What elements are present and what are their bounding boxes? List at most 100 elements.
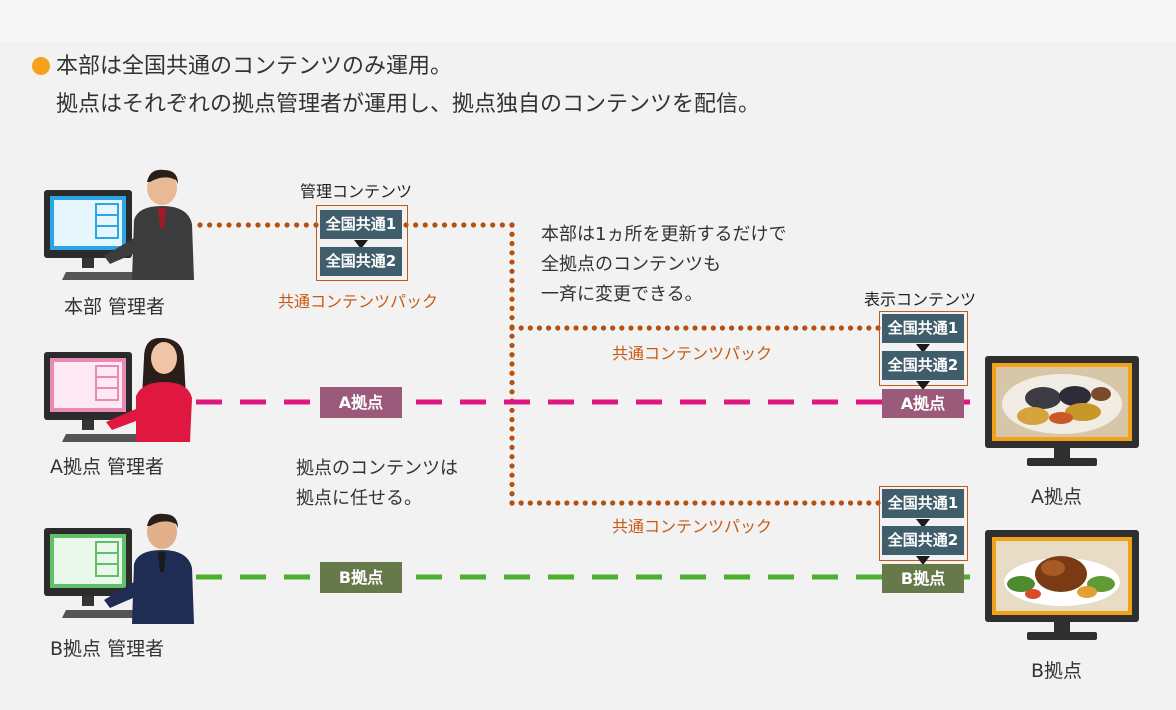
dotted-line-dot bbox=[546, 500, 552, 506]
dotted-line-dot bbox=[527, 500, 533, 506]
dotted-line-dot bbox=[628, 500, 634, 506]
dotted-line-dot bbox=[422, 222, 428, 228]
dotted-line-dot bbox=[509, 444, 515, 450]
managed-chip-2: 全国共通2 bbox=[320, 247, 402, 276]
dotted-line-dot bbox=[701, 500, 707, 506]
dotted-line-dot bbox=[509, 426, 515, 432]
dotted-line-dot bbox=[536, 325, 543, 331]
dotted-line-dot bbox=[536, 500, 543, 506]
dotted-line-dot bbox=[509, 231, 515, 237]
dotted-line-dot bbox=[802, 325, 808, 331]
dotted-line-dot bbox=[847, 500, 854, 506]
dotted-line-dot bbox=[710, 325, 716, 331]
arrow-down-icon bbox=[916, 519, 930, 528]
dotted-line-dot bbox=[655, 325, 662, 331]
display-b-chip-1: 全国共通1 bbox=[882, 489, 964, 518]
dotted-line-dot bbox=[284, 222, 290, 228]
dotted-line-dot bbox=[509, 407, 515, 413]
dotted-line-dot bbox=[719, 325, 726, 331]
dotted-line-dot bbox=[432, 222, 438, 228]
hq-note-line-1: 本部は1ヵ所を更新するだけで bbox=[541, 224, 787, 245]
heading-line-1: 本部は全国共通のコンテンツのみ運用。 bbox=[32, 50, 452, 84]
dotted-line-dot bbox=[774, 325, 780, 331]
dotted-line-dot bbox=[793, 325, 799, 331]
dotted-line-dot bbox=[509, 435, 515, 441]
display-b-chip-2: 全国共通2 bbox=[882, 526, 964, 555]
dotted-line-dot bbox=[509, 491, 515, 497]
dotted-line-dot bbox=[683, 325, 689, 331]
dotted-line-dot bbox=[738, 325, 744, 331]
pack-label-a: 共通コンテンツパック bbox=[612, 344, 773, 363]
dotted-line-dot bbox=[518, 325, 524, 331]
b-site-tag: B拠点 bbox=[320, 562, 402, 593]
dotted-line-dot bbox=[509, 268, 515, 274]
dotted-line-dot bbox=[573, 500, 579, 506]
dotted-line-dot bbox=[600, 500, 607, 506]
dotted-line-dot bbox=[245, 222, 251, 228]
display-a-chip-2: 全国共通2 bbox=[882, 351, 964, 380]
local-note-line-2: 拠点に任せる。 bbox=[296, 488, 422, 509]
hq-admin-label: 本部 管理者 bbox=[64, 296, 166, 318]
dotted-line-dot bbox=[509, 315, 515, 321]
dotted-line-dot bbox=[765, 500, 771, 506]
dotted-line-dot bbox=[692, 500, 698, 506]
dotted-line-dot bbox=[303, 222, 309, 228]
dotted-line-dot bbox=[451, 222, 457, 228]
dotted-line-dot bbox=[646, 500, 652, 506]
dotted-line-dot bbox=[811, 500, 817, 506]
dotted-line-dot bbox=[793, 500, 799, 506]
dotted-line-dot bbox=[509, 342, 515, 349]
dotted-line-dot bbox=[509, 454, 515, 460]
dotted-line-dot bbox=[646, 325, 652, 331]
dotted-line-dot bbox=[509, 500, 515, 506]
dotted-line-dot bbox=[838, 325, 845, 331]
desktop-monitor-icon bbox=[44, 190, 146, 280]
dotted-line-dot bbox=[838, 500, 845, 506]
dotted-line-dot bbox=[829, 325, 835, 331]
dotted-line-dot bbox=[509, 250, 515, 256]
dotted-line-dot bbox=[765, 325, 771, 331]
heading-text-1: 本部は全国共通のコンテンツのみ運用。 bbox=[56, 54, 453, 79]
dotted-line-dot bbox=[619, 325, 625, 331]
dotted-line-dot bbox=[692, 325, 698, 331]
dotted-line-dot bbox=[619, 500, 625, 506]
managed-content-title: 管理コンテンツ bbox=[300, 182, 413, 201]
dotted-line-dot bbox=[802, 500, 808, 506]
hq-update-note: 本部は1ヵ所を更新するだけで 全拠点のコンテンツも 一斉に変更できる。 bbox=[541, 220, 786, 310]
dotted-line-dot bbox=[783, 325, 790, 331]
dotted-line-dot bbox=[509, 287, 515, 293]
dotted-line-dot bbox=[509, 481, 515, 488]
local-content-note: 拠点のコンテンツは 拠点に任せる。 bbox=[296, 454, 458, 514]
dotted-line-dot bbox=[857, 500, 863, 506]
dotted-line-dot bbox=[674, 500, 680, 506]
dotted-line-dot bbox=[546, 325, 552, 331]
dotted-line-dot bbox=[509, 379, 515, 386]
person-icon bbox=[104, 169, 194, 280]
hq-note-line-2: 全拠点のコンテンツも bbox=[541, 254, 721, 275]
managed-chip-1: 全国共通1 bbox=[320, 210, 402, 239]
dotted-line-dot bbox=[857, 325, 863, 331]
dotted-line-dot bbox=[591, 500, 597, 506]
dotted-line-dot bbox=[747, 500, 753, 506]
dotted-line-dot bbox=[413, 222, 419, 228]
dotted-line-dot bbox=[847, 325, 854, 331]
dotted-line-dot bbox=[820, 325, 826, 331]
dotted-line-dot bbox=[628, 325, 634, 331]
person-icon bbox=[106, 338, 192, 442]
arrow-down-icon bbox=[354, 240, 368, 249]
display-b-tag: B拠点 bbox=[882, 564, 964, 593]
dotted-line-dot bbox=[655, 500, 662, 506]
dotted-line-dot bbox=[274, 222, 280, 228]
screen-a-label: A拠点 bbox=[1031, 486, 1082, 508]
hq-note-line-3: 一斉に変更できる。 bbox=[541, 284, 703, 305]
dotted-line-dot bbox=[197, 222, 203, 228]
dotted-line-dot bbox=[664, 500, 671, 506]
dotted-line-dot bbox=[527, 325, 533, 331]
dotted-line-dot bbox=[582, 500, 588, 506]
dotted-line-dot bbox=[509, 417, 515, 423]
desktop-monitor-icon bbox=[44, 352, 146, 442]
dotted-line-dot bbox=[509, 370, 515, 376]
dotted-line-dot bbox=[756, 500, 762, 506]
b-computer-person bbox=[44, 513, 194, 624]
dotted-line-dot bbox=[774, 500, 780, 506]
